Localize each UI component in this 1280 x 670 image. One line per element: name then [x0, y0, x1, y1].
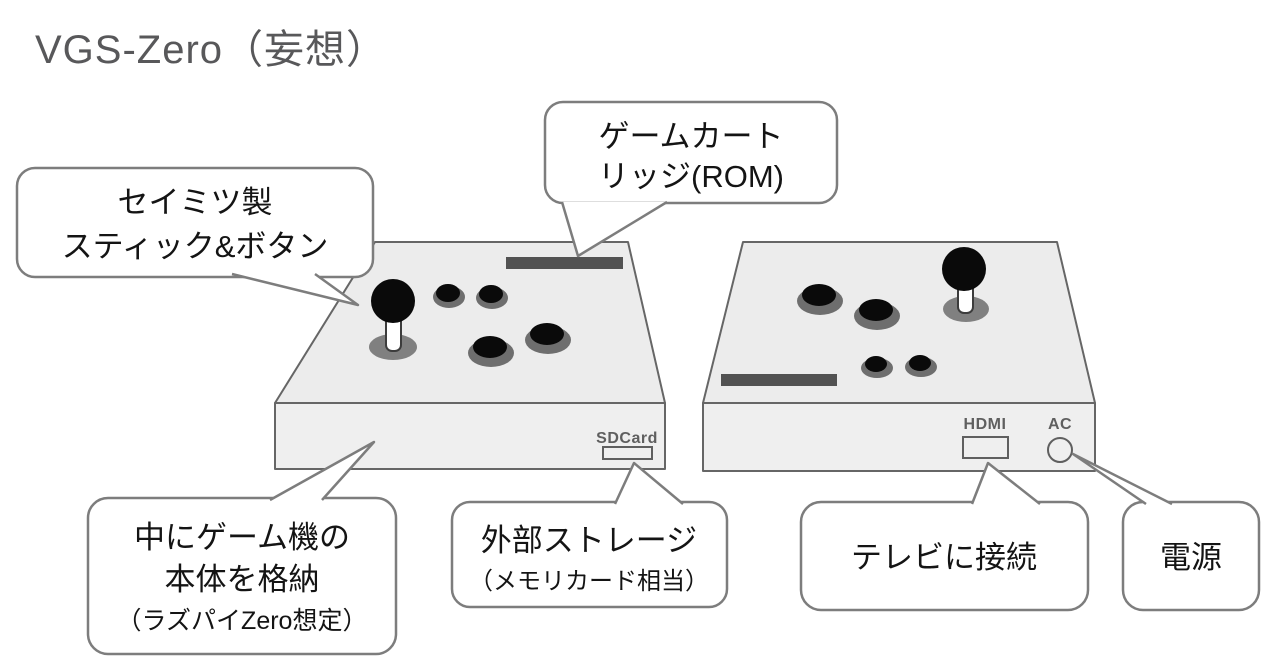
callout-text-line: ゲームカート — [598, 119, 783, 154]
joystick-ball — [942, 247, 986, 291]
callout-cartridge: ゲームカート リッジ(ROM) — [543, 100, 839, 258]
button-core — [530, 323, 564, 345]
callout-tail — [560, 200, 668, 258]
callout-text-line: 外部ストレージ — [481, 523, 697, 558]
button-core — [909, 355, 931, 371]
callout-text-line: （ラズパイZero想定） — [117, 607, 368, 635]
ac-socket — [1047, 437, 1073, 463]
sdcard-label: SDCard — [596, 430, 658, 447]
hdmi-label: HDMI — [964, 416, 1007, 433]
button-core — [802, 284, 836, 306]
hdmi-socket — [962, 436, 1009, 459]
button-core — [865, 356, 887, 372]
right-buttons — [797, 284, 937, 378]
callout-tail — [269, 440, 376, 502]
button-core — [479, 285, 503, 303]
cartridge-slot — [506, 257, 623, 269]
callout-power: 電源 — [1071, 452, 1261, 612]
callout-bubble — [543, 100, 839, 205]
callout-text-line: 電源 — [1160, 540, 1222, 575]
callout-housing: 中にゲーム機の 本体を格納 （ラズパイZero想定） — [86, 440, 398, 656]
callout-text-line: （メモリカード相当） — [469, 568, 709, 595]
button-core — [859, 299, 893, 321]
callout-tail — [1071, 452, 1173, 506]
callout-text-line: テレビに接続 — [851, 540, 1037, 575]
callout-bubble — [86, 496, 398, 656]
callout-stick: セイミツ製 スティック&ボタン — [15, 166, 375, 307]
callout-bubble — [15, 166, 375, 279]
callout-text-line: 本体を格納 — [165, 562, 320, 597]
callout-tail — [231, 272, 360, 307]
callout-text-line: スティック&ボタン — [62, 229, 329, 264]
callout-tail — [970, 461, 1041, 505]
right-console-front-face — [702, 402, 1096, 472]
right-joystick — [942, 247, 989, 322]
left-console-front-face — [274, 402, 666, 470]
cartridge-slot — [721, 374, 837, 386]
callout-tv: テレビに接続 — [799, 461, 1090, 612]
sdcard-port: SDCard — [596, 430, 658, 460]
page-title: VGS-Zero（妄想） — [35, 28, 387, 72]
right-console: HDMI AC — [702, 241, 1096, 472]
sdcard-slot — [602, 446, 653, 460]
button-core — [436, 284, 460, 302]
callout-storage: 外部ストレージ （メモリカード相当） — [450, 461, 729, 609]
ac-port: AC — [1047, 416, 1073, 463]
ac-label: AC — [1048, 416, 1072, 433]
left-console: SDCard — [274, 241, 666, 470]
callout-text-line: セイミツ製 — [118, 185, 273, 220]
callout-text-line: リッジ(ROM) — [598, 159, 784, 194]
left-joystick — [369, 279, 417, 360]
callout-bubble — [1121, 500, 1261, 612]
callout-bubble — [450, 500, 729, 609]
button-core — [473, 336, 507, 358]
callout-bubble — [799, 500, 1090, 612]
callout-text-line: 中にゲーム機の — [134, 520, 350, 555]
callout-tail — [613, 461, 684, 505]
joystick-ball — [371, 279, 415, 323]
left-buttons — [433, 284, 571, 367]
hdmi-port: HDMI — [962, 416, 1009, 459]
